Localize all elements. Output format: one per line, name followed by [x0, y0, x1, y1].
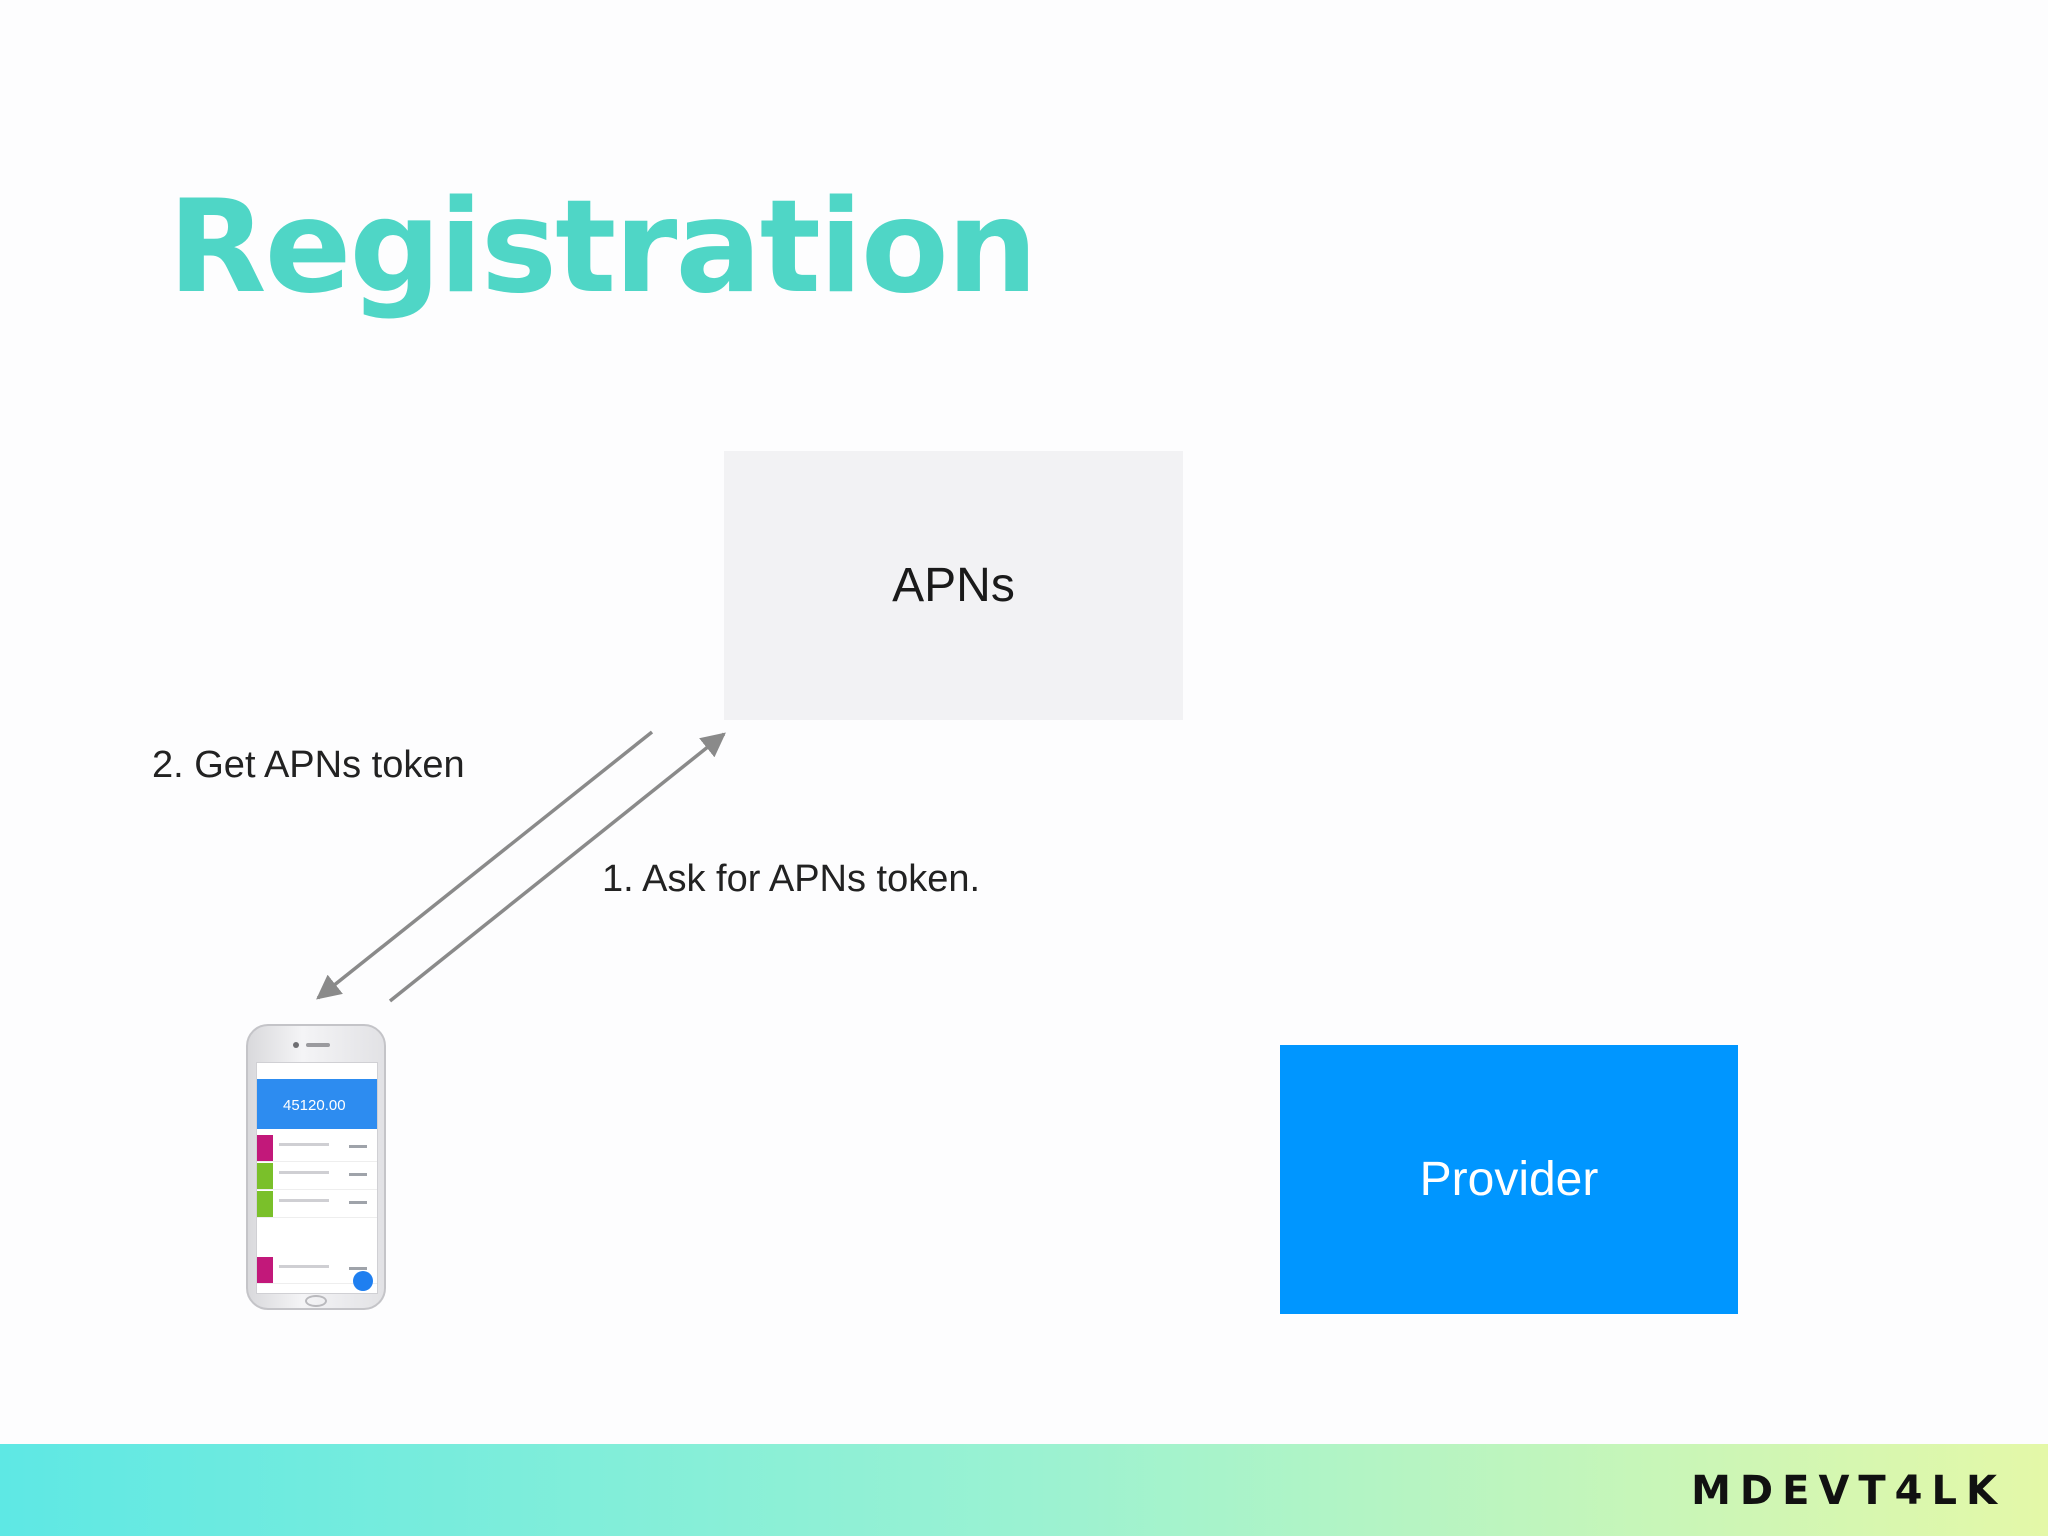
- provider-label: Provider: [1419, 1153, 1599, 1206]
- phone-camera: [293, 1042, 299, 1048]
- apns-node: APNs: [724, 451, 1183, 720]
- phone-list-row: [257, 1191, 377, 1218]
- phone-screen: 45120.00: [256, 1062, 378, 1294]
- phone-list-row: [257, 1257, 377, 1284]
- brand-logo: MDEVT4LK: [1691, 1468, 2006, 1514]
- apns-label: APNs: [892, 559, 1015, 612]
- phone-balance: 45120.00: [283, 1097, 346, 1114]
- footer-gradient-bar: [0, 1444, 2048, 1536]
- phone-speaker: [306, 1043, 330, 1047]
- arrow-ask-token: [388, 732, 726, 1003]
- phone-list-row: [257, 1163, 377, 1190]
- iphone-device-illustration: 45120.00: [246, 1024, 386, 1310]
- get-token-label: 2. Get APNs token: [152, 744, 465, 786]
- ask-token-label: 1. Ask for APNs token.: [602, 858, 981, 900]
- phone-app-header: [257, 1079, 377, 1129]
- phone-list-row: [257, 1135, 377, 1162]
- provider-node: Provider: [1280, 1045, 1738, 1314]
- phone-add-button: [353, 1271, 373, 1291]
- slide-title: Registration: [168, 173, 1038, 322]
- arrow-get-token: [316, 730, 654, 1000]
- phone-home-button: [305, 1295, 327, 1307]
